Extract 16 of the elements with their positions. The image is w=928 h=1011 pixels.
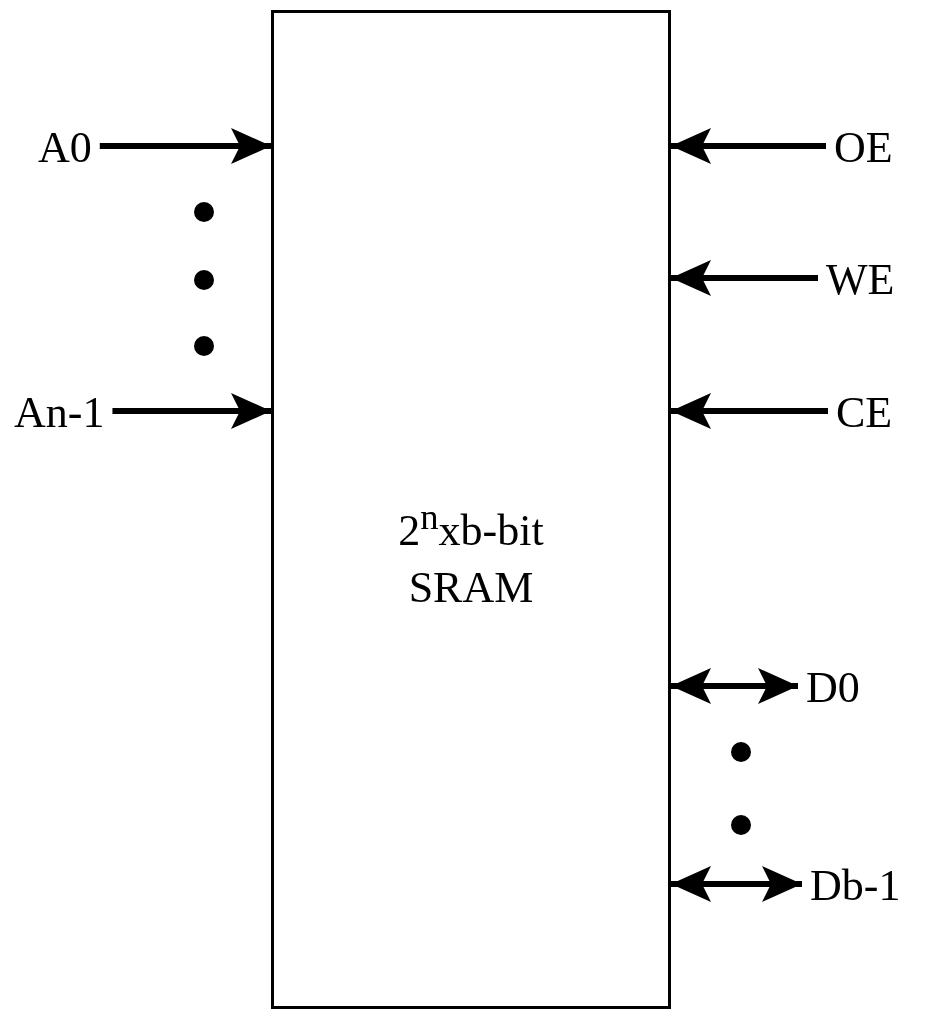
arrow — [671, 393, 828, 429]
pin-label: Db-1 — [810, 864, 901, 908]
pin-label: OE — [834, 126, 893, 170]
pin-label: A0 — [38, 126, 92, 170]
pin-label: An-1 — [14, 391, 105, 435]
pin-label: D0 — [806, 666, 860, 710]
arrow — [112, 393, 271, 429]
arrow — [671, 866, 802, 902]
arrow — [99, 128, 271, 164]
pin-label: CE — [836, 391, 893, 435]
block-label: 2$^{n}$xb-bit SRAM — [397, 495, 545, 614]
pin-label: WE — [826, 258, 895, 302]
memory-block — [271, 10, 671, 1009]
arrow — [671, 668, 798, 704]
arrow — [671, 260, 818, 296]
arrow — [671, 128, 826, 164]
